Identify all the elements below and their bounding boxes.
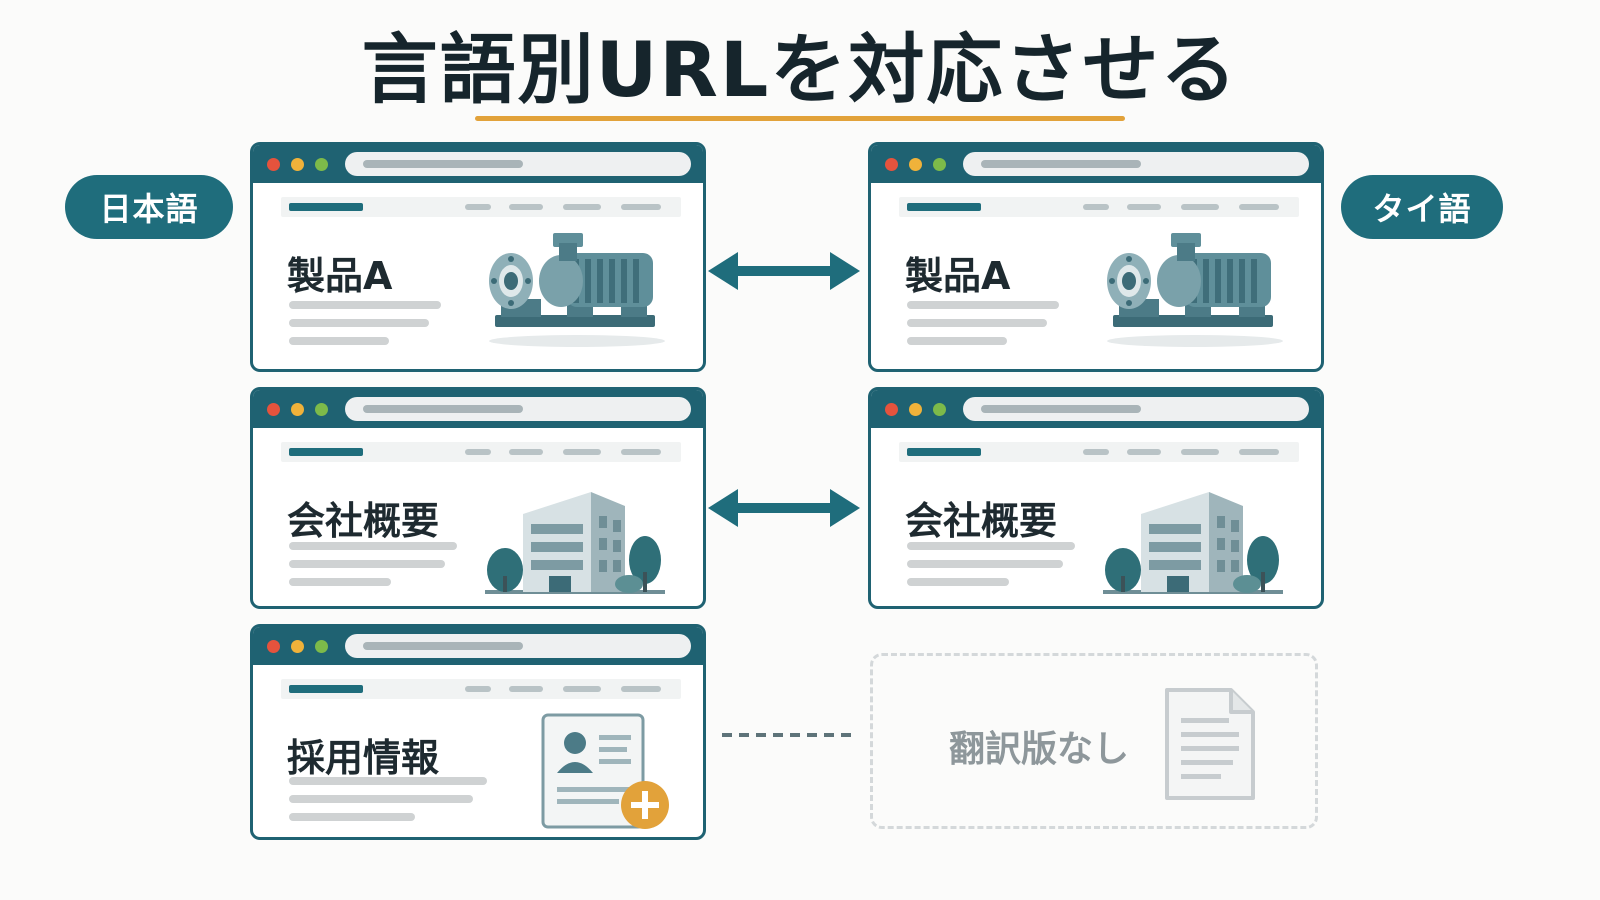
page-label: 製品A [905,254,1011,298]
building-icon [1103,492,1283,594]
site-nav [899,197,1299,217]
maximize-dot-icon [315,640,328,653]
browser-window-company-th: 会社概要 [868,387,1324,609]
missing-translation-placeholder: 翻訳版なし [870,653,1318,829]
close-dot-icon [267,158,280,171]
minimize-dot-icon [291,640,304,653]
address-bar [345,397,691,421]
address-bar [963,397,1309,421]
document-icon [1165,688,1255,800]
site-nav [281,679,681,699]
close-dot-icon [267,403,280,416]
close-dot-icon [885,158,898,171]
page-label: 会社概要 [905,499,1058,543]
browser-titlebar [871,390,1321,428]
address-bar [963,152,1309,176]
page-label: 会社概要 [287,499,440,543]
site-nav [281,442,681,462]
browser-window-product-ja: 製品A [250,142,706,372]
resume-icon [541,713,669,829]
address-bar [345,152,691,176]
browser-window-company-ja: 会社概要 [250,387,706,609]
minimize-dot-icon [909,158,922,171]
maximize-dot-icon [315,158,328,171]
maximize-dot-icon [315,403,328,416]
minimize-dot-icon [291,158,304,171]
language-badge-japanese: 日本語 [65,175,233,239]
browser-titlebar [253,627,703,665]
minimize-dot-icon [909,403,922,416]
site-nav [899,442,1299,462]
language-badge-thai: タイ語 [1341,175,1503,239]
site-nav [281,197,681,217]
no-link-dashed-line [722,733,852,737]
minimize-dot-icon [291,403,304,416]
building-icon [485,492,665,594]
close-dot-icon [267,640,280,653]
bidirectional-arrow-icon [708,252,860,290]
close-dot-icon [885,403,898,416]
maximize-dot-icon [933,158,946,171]
page-label: 採用情報 [287,736,440,780]
browser-window-product-th: 製品A [868,142,1324,372]
browser-titlebar [871,145,1321,183]
browser-titlebar [253,145,703,183]
page-label: 製品A [287,254,393,298]
maximize-dot-icon [933,403,946,416]
missing-translation-label: 翻訳版なし [949,729,1130,770]
title-underline [475,116,1125,121]
address-bar [345,634,691,658]
bidirectional-arrow-icon [708,489,860,527]
page-title: 言語別URLを対応させる [361,25,1239,114]
browser-titlebar [253,390,703,428]
pump-icon [489,233,665,347]
browser-window-recruit-ja: 採用情報 [250,624,706,840]
pump-icon [1107,233,1283,347]
